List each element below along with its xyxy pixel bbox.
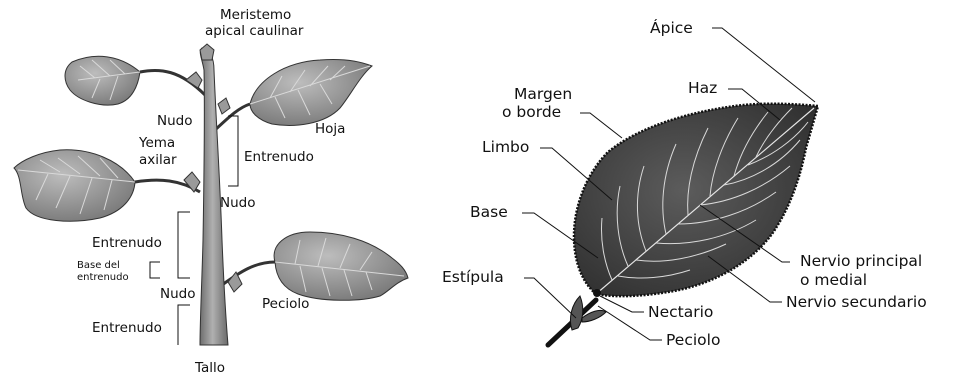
label-hoja: Hoja xyxy=(315,121,345,137)
label-nervio-secundario: Nervio secundario xyxy=(786,293,927,311)
middle-left-leaf xyxy=(14,150,135,221)
label-peciolo-plant: Peciolo xyxy=(262,296,309,312)
internode-base-bracket xyxy=(150,262,160,278)
label-limbo: Limbo xyxy=(482,138,529,156)
label-haz: Haz xyxy=(688,79,717,97)
upper-right-leaf xyxy=(250,59,372,125)
label-base-line1: Base del xyxy=(77,260,120,271)
label-apice: Ápice xyxy=(650,18,693,37)
middle-internode-bracket xyxy=(178,212,190,278)
label-nudo-lower: Nudo xyxy=(160,286,195,302)
upper-left-leaf xyxy=(65,56,140,105)
stipule-shape xyxy=(570,296,582,330)
plant-illustration xyxy=(14,44,408,345)
label-entrenudo-lower: Entrenudo xyxy=(92,320,162,336)
label-nervio-principal-line2: o medial xyxy=(800,271,867,289)
leaf-blade xyxy=(574,104,818,296)
label-peciolo-leaf: Peciolo xyxy=(666,331,720,349)
label-entrenudo-middle: Entrenudo xyxy=(92,235,162,251)
label-entrenudo-upper: Entrenudo xyxy=(244,149,314,165)
label-nectario: Nectario xyxy=(648,303,713,321)
lower-bud xyxy=(228,272,242,292)
label-meristem-line2: apical caulinar xyxy=(205,23,304,39)
label-tallo: Tallo xyxy=(194,360,225,376)
label-nudo-upper: Nudo xyxy=(157,113,192,129)
label-yema-line2: axilar xyxy=(139,152,177,168)
label-nervio-principal-line1: Nervio principal xyxy=(800,252,922,270)
label-nudo-middle: Nudo xyxy=(220,195,255,211)
label-yema-line1: Yema xyxy=(138,135,175,151)
label-estipula: Estípula xyxy=(442,268,504,286)
upper-internode-bracket xyxy=(228,116,238,186)
lower-internode-bracket xyxy=(178,305,190,345)
upper-bud xyxy=(186,72,202,88)
label-meristem-line1: Meristemo xyxy=(220,7,291,23)
apical-meristem xyxy=(200,44,214,60)
nectary-dot xyxy=(593,289,601,297)
label-base-line2: entrenudo xyxy=(77,272,129,283)
label-margen-line1: Margen xyxy=(514,85,572,103)
label-margen-line2: o borde xyxy=(502,103,561,121)
label-base-leaf: Base xyxy=(470,203,508,221)
upper-right-bud xyxy=(218,98,230,114)
